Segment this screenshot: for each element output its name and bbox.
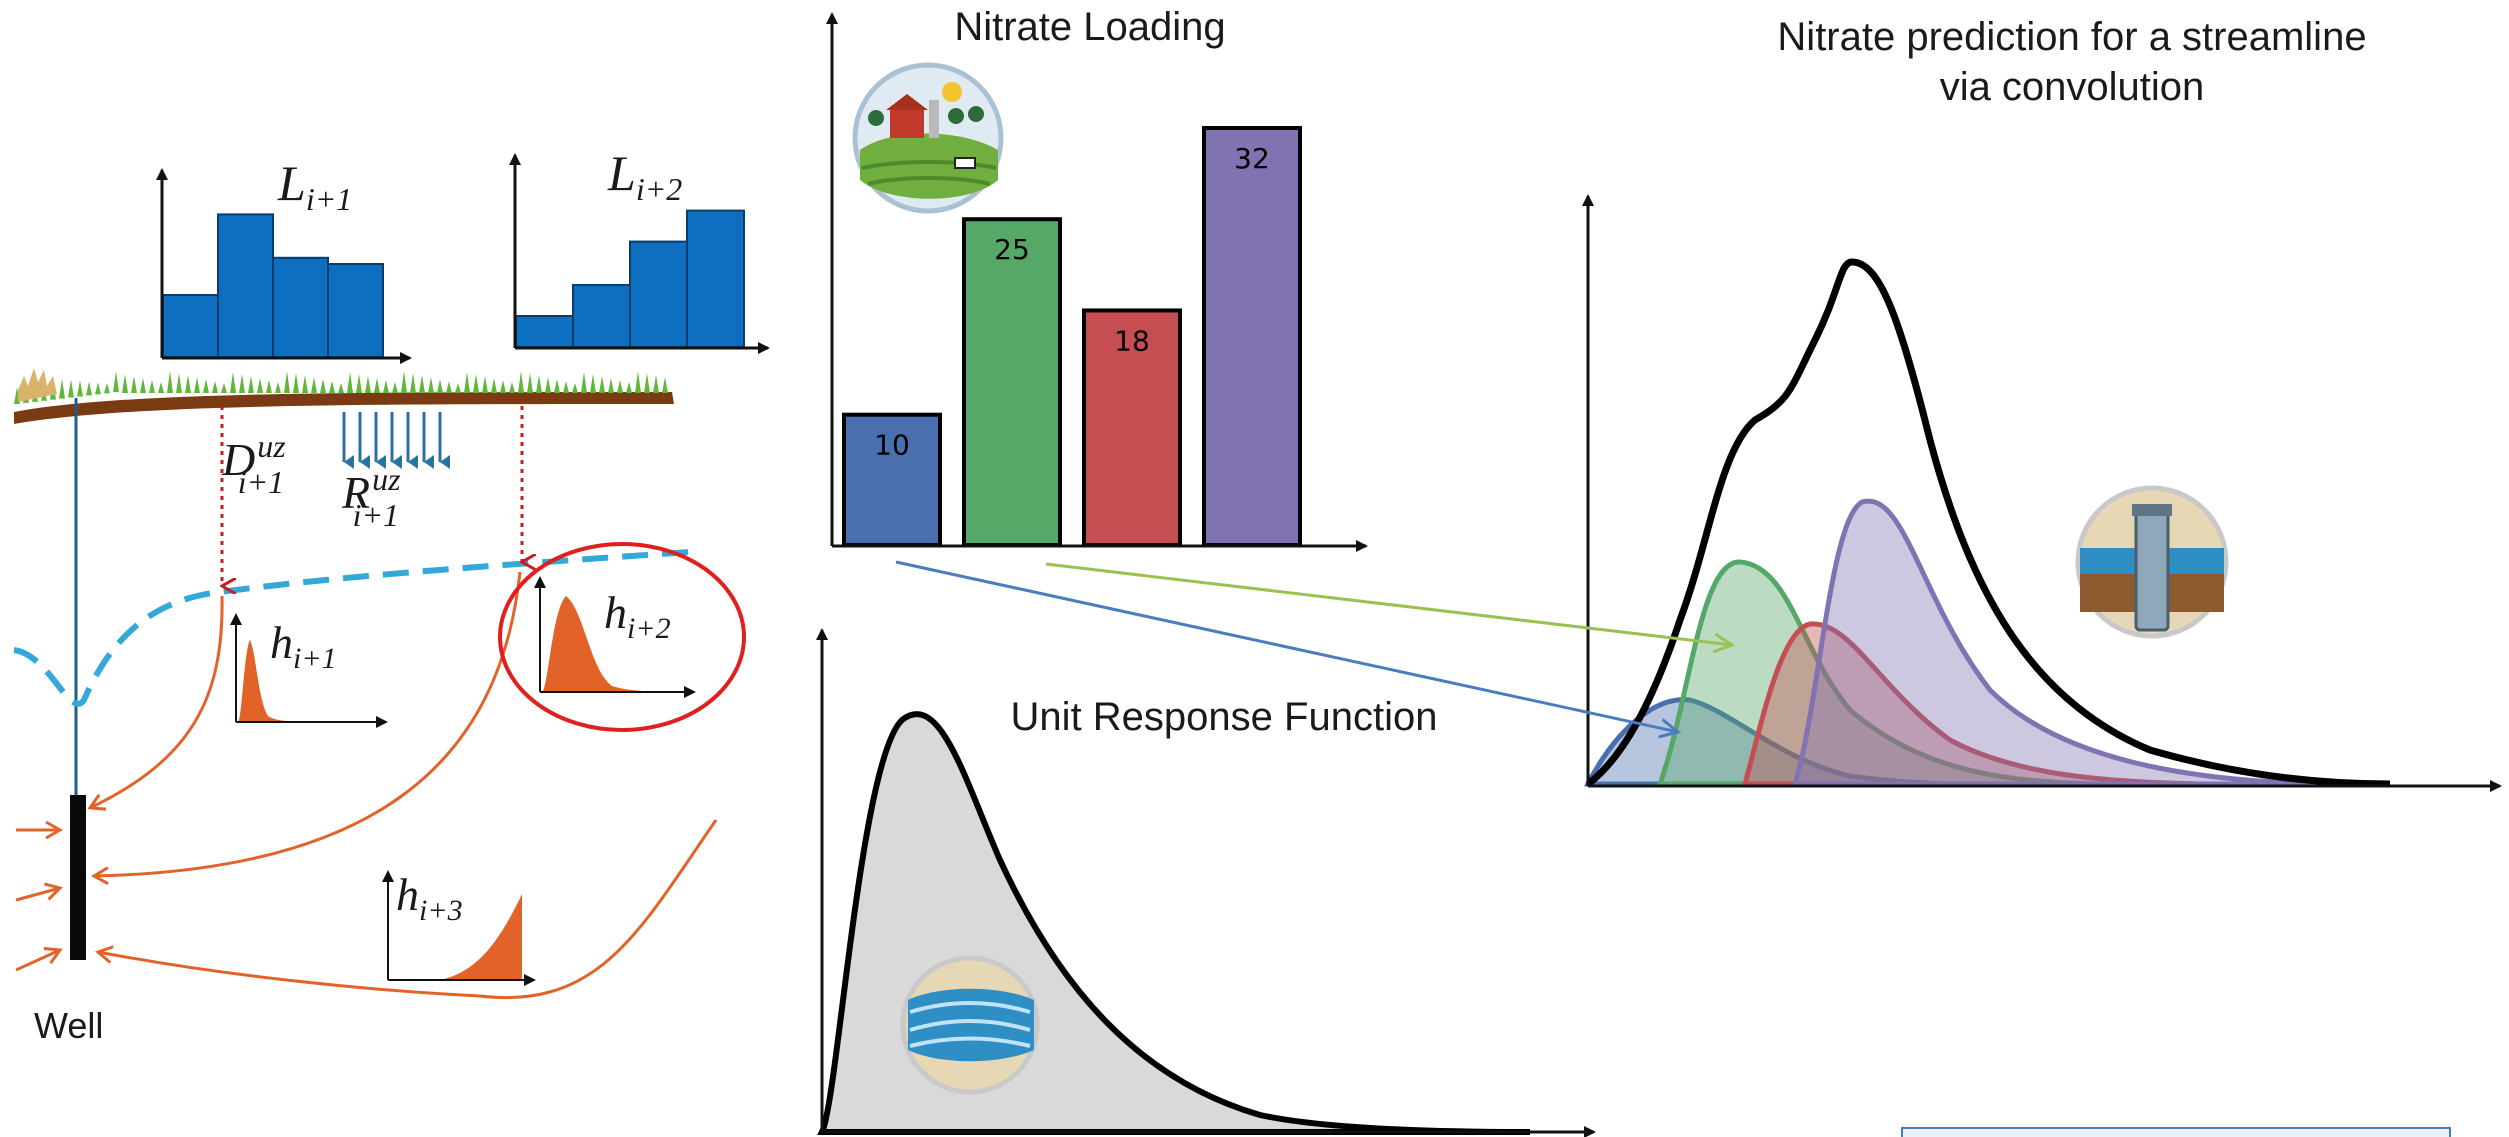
loading-bar-label-3: 18 (1114, 324, 1150, 357)
loading-bar-3 (1082, 308, 1182, 547)
loading-histogram-2: Li+2 (509, 145, 770, 354)
histogram-2-bar-4 (686, 209, 745, 348)
conceptual-model-panel: Li+1 Li+2 Well (13, 145, 770, 1046)
histogram-1-label: Li+1 (277, 155, 352, 217)
prediction-title-line2: via convolution (1940, 65, 2205, 109)
well-label: Well (34, 1005, 103, 1046)
ground-surface (14, 368, 674, 424)
component-curve-purple (1791, 498, 2331, 787)
bottom-right-box (1901, 1127, 2451, 1137)
component-curve-green (1656, 559, 2101, 787)
water-table (13, 549, 691, 707)
unit-response-chart: Unit Response Function (816, 628, 1596, 1137)
inflow-arrow-2 (15, 882, 63, 902)
histogram-2-bar-1 (515, 315, 574, 348)
streamline-1 (87, 595, 224, 811)
unit-response-title: Unit Response Function (1011, 695, 1438, 739)
inflow-arrow-3 (15, 947, 63, 972)
nitrate-loading-bars: 10 25 18 32 (842, 126, 1302, 547)
monitoring-well-icon (2075, 485, 2229, 639)
response-h2-label: hi+2 (604, 587, 671, 645)
histogram-2-bar-2 (572, 284, 631, 348)
recharge-arrows (342, 412, 450, 469)
histogram-2-bars (515, 209, 745, 349)
farm-icon (852, 62, 1004, 214)
loading-bar-label-2: 25 (994, 233, 1030, 266)
histogram-1-bar-1 (162, 294, 219, 358)
response-h2: hi+2 (498, 542, 746, 732)
loading-histogram-1: Li+1 (156, 155, 412, 364)
histogram-2-bar-3 (629, 240, 688, 349)
nitrate-loading-title: Nitrate Loading (954, 5, 1225, 49)
connector-arrow-blue (895, 560, 1678, 732)
histogram-1-bars (162, 213, 384, 358)
histogram-2-label: Li+2 (607, 145, 682, 207)
loading-bar-4 (1202, 126, 1302, 547)
loading-bar-2 (962, 217, 1062, 547)
response-h1: hi+1 (230, 613, 388, 728)
histogram-1-bar-3 (272, 256, 329, 358)
streamline-3 (95, 819, 718, 999)
histogram-1-bar-2 (217, 213, 274, 358)
highlight-circle (498, 542, 746, 732)
aquifer-icon (900, 955, 1040, 1095)
prediction-title-line1: Nitrate prediction for a streamline (1777, 15, 2366, 59)
response-h3: hi+3 (382, 869, 536, 986)
loading-bar-label-1: 10 (874, 429, 910, 462)
total-prediction-curve (1585, 258, 2391, 788)
component-curve-red (1741, 621, 2201, 787)
nitrate-loading-chart: Nitrate Loading 10 25 18 32 (826, 5, 1368, 552)
prediction-chart: Nitrate prediction for a streamline via … (1582, 15, 2502, 792)
loading-bar-label-4: 32 (1234, 142, 1270, 175)
histogram-1-bar-4 (327, 263, 384, 358)
response-h3-label: hi+3 (396, 869, 463, 927)
response-h1-label: hi+1 (270, 617, 337, 675)
streamline-2 (90, 571, 522, 886)
connector-arrow-green (1045, 562, 1732, 645)
well-screen (70, 795, 86, 960)
